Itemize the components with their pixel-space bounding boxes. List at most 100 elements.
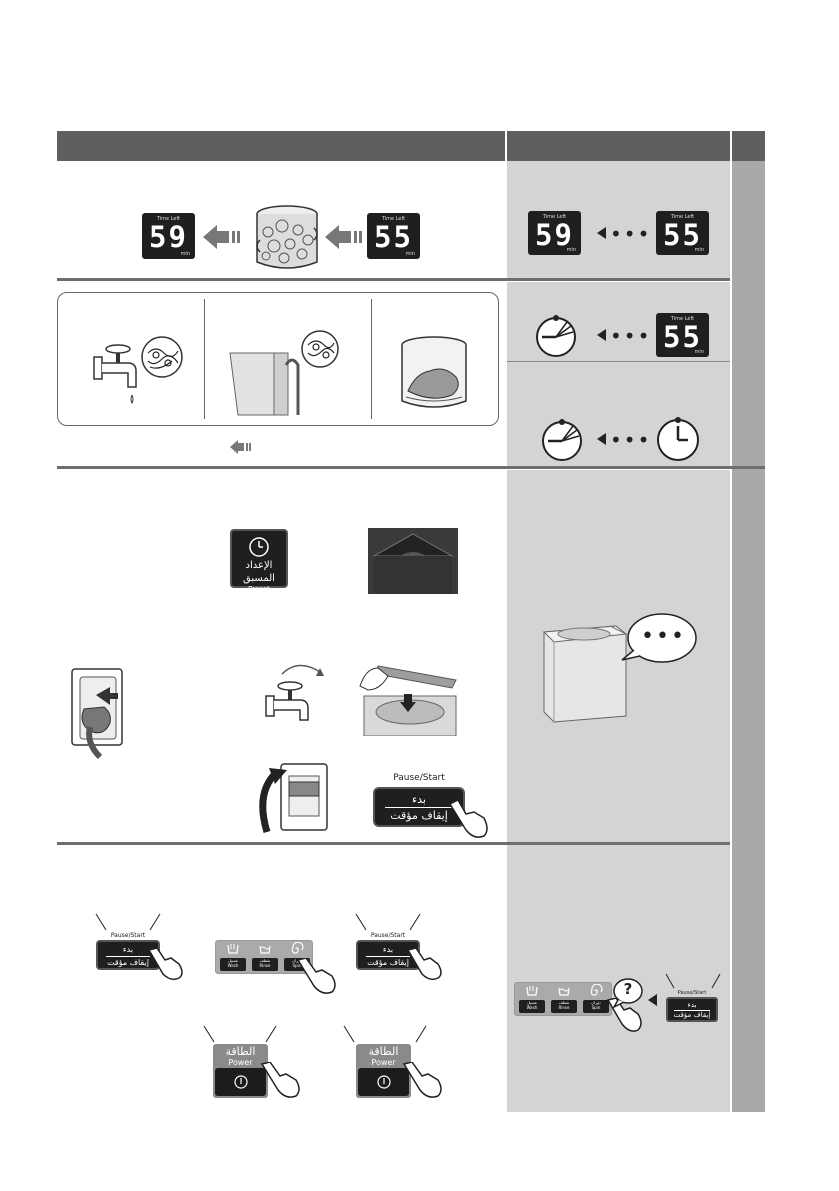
clock-icon: [657, 417, 699, 461]
left-triangle-icon: [597, 227, 606, 239]
speech-dots: •••: [641, 624, 686, 649]
timer-clock-icon: [542, 419, 582, 461]
causes-divider: [371, 299, 372, 419]
dots-icon: •••: [610, 428, 652, 452]
pause-start-caption: Pause/Start: [393, 773, 445, 783]
power-button[interactable]: الطاقة Power: [213, 1044, 268, 1098]
row-rule-1: [57, 278, 730, 281]
pause-start-caption: Pause/Start: [370, 932, 406, 939]
pause-start-button[interactable]: بدء إيقاف مؤقت: [356, 940, 420, 970]
power-button[interactable]: الطاقة Power: [356, 1044, 411, 1098]
button-divider: [366, 956, 410, 957]
left-arrow-icon: [325, 225, 362, 249]
preset-label-english: Preset: [248, 585, 270, 593]
pause-label-arabic: إيقاف مؤقت: [390, 809, 448, 822]
time-left-display-55: Time Left 55 min: [656, 211, 709, 255]
tub-with-laundry-icon: [401, 336, 467, 408]
blink-lines-icon: [95, 913, 161, 931]
preset-label-arabic: الإعداد المسبق: [243, 560, 275, 584]
power-icon: [233, 1075, 248, 1089]
washing-tub-icon: [256, 205, 318, 269]
power-icon: [376, 1075, 391, 1089]
timer-clock-icon: [536, 315, 576, 357]
button-divider: [674, 1010, 710, 1011]
row2-divider: [507, 361, 730, 362]
start-label-arabic: بدء: [411, 793, 426, 806]
left-triangle-icon: [648, 994, 657, 1006]
causes-box: [57, 292, 499, 426]
pause-start-button[interactable]: بدء إيقاف مؤقت: [666, 997, 718, 1022]
start-label-arabic: بدء: [382, 945, 394, 954]
power-plug-icon: [71, 668, 123, 760]
pause-start-caption: Pause/Start: [677, 990, 707, 996]
clogged-faucet-icon: [93, 336, 183, 404]
lid-lock-light-icon: [368, 528, 458, 594]
right-panel-row4: [507, 845, 730, 1112]
finger-press-icon: [260, 1062, 300, 1098]
time-left-display-59: Time Left 59 min: [528, 211, 581, 255]
time-left-display-55: Time Left 55 min: [367, 213, 420, 259]
power-label-arabic: الطاقة: [225, 1045, 256, 1058]
dots-icon: •••: [610, 222, 652, 246]
pause-label-arabic: إيقاف مؤقت: [673, 1011, 711, 1019]
row-rule-3: [57, 842, 730, 845]
table-header-middle: [507, 131, 730, 161]
pause-label-arabic: إيقاف مؤقت: [107, 958, 149, 967]
blink-lines-icon: [203, 1025, 277, 1043]
speech-bubble-icon: [621, 613, 697, 663]
blink-lines-icon: [343, 1025, 427, 1043]
rinse-icon: [558, 987, 570, 996]
pause-start-caption: Pause/Start: [110, 932, 146, 939]
button-divider: [106, 956, 150, 957]
pause-start-button[interactable]: بدء إيقاف مؤقت: [373, 787, 465, 827]
preset-button[interactable]: الإعداد المسبق Preset: [230, 529, 288, 593]
pause-label-arabic: إيقاف مؤقت: [367, 958, 409, 967]
clock-icon: [249, 537, 269, 557]
close-lid-icon: [359, 665, 457, 736]
finger-press-icon: [147, 948, 183, 981]
spin-icon: [590, 984, 603, 996]
blink-lines-icon: [355, 913, 421, 931]
left-triangle-icon: [597, 433, 606, 445]
finger-press-icon: [448, 800, 488, 838]
left-arrow-icon: [230, 440, 251, 454]
power-key: [215, 1068, 266, 1096]
spin-icon: [291, 942, 304, 954]
finger-press-icon: [402, 1062, 442, 1098]
row-rule-2: [57, 466, 765, 469]
start-label-arabic: بدء: [687, 1001, 697, 1009]
pause-start-button[interactable]: بدء إيقاف مؤقت: [96, 940, 160, 970]
rinse-icon: [259, 945, 271, 954]
start-label-arabic: بدء: [122, 945, 134, 954]
power-key: [358, 1068, 409, 1096]
table-header-right: [732, 131, 765, 161]
wash-icon: [526, 986, 538, 996]
left-arrow-icon: [203, 225, 240, 249]
faucet-turn-icon: [265, 664, 324, 721]
finger-press-icon: [406, 948, 442, 981]
side-tab: [732, 161, 765, 1112]
time-left-display-59: Time Left 59 min: [142, 213, 195, 259]
water-valve-switch-icon: [259, 763, 328, 834]
power-label-english: Power: [228, 1058, 253, 1067]
finger-press-icon: [296, 958, 336, 994]
wash-icon: [227, 944, 239, 954]
washing-machine-icon: [542, 625, 628, 723]
table-header-left: [57, 131, 505, 161]
question-bubble-icon: [612, 978, 643, 1008]
power-label-arabic: الطاقة: [368, 1045, 399, 1058]
time-left-display-55: Time Left 55 min: [656, 313, 709, 357]
question-mark: ?: [623, 980, 633, 998]
button-divider: [385, 807, 453, 808]
causes-divider: [204, 299, 205, 419]
dots-icon: •••: [610, 324, 652, 348]
clogged-hose-icon: [229, 330, 339, 416]
power-label-english: Power: [371, 1058, 396, 1067]
left-triangle-icon: [597, 329, 606, 341]
